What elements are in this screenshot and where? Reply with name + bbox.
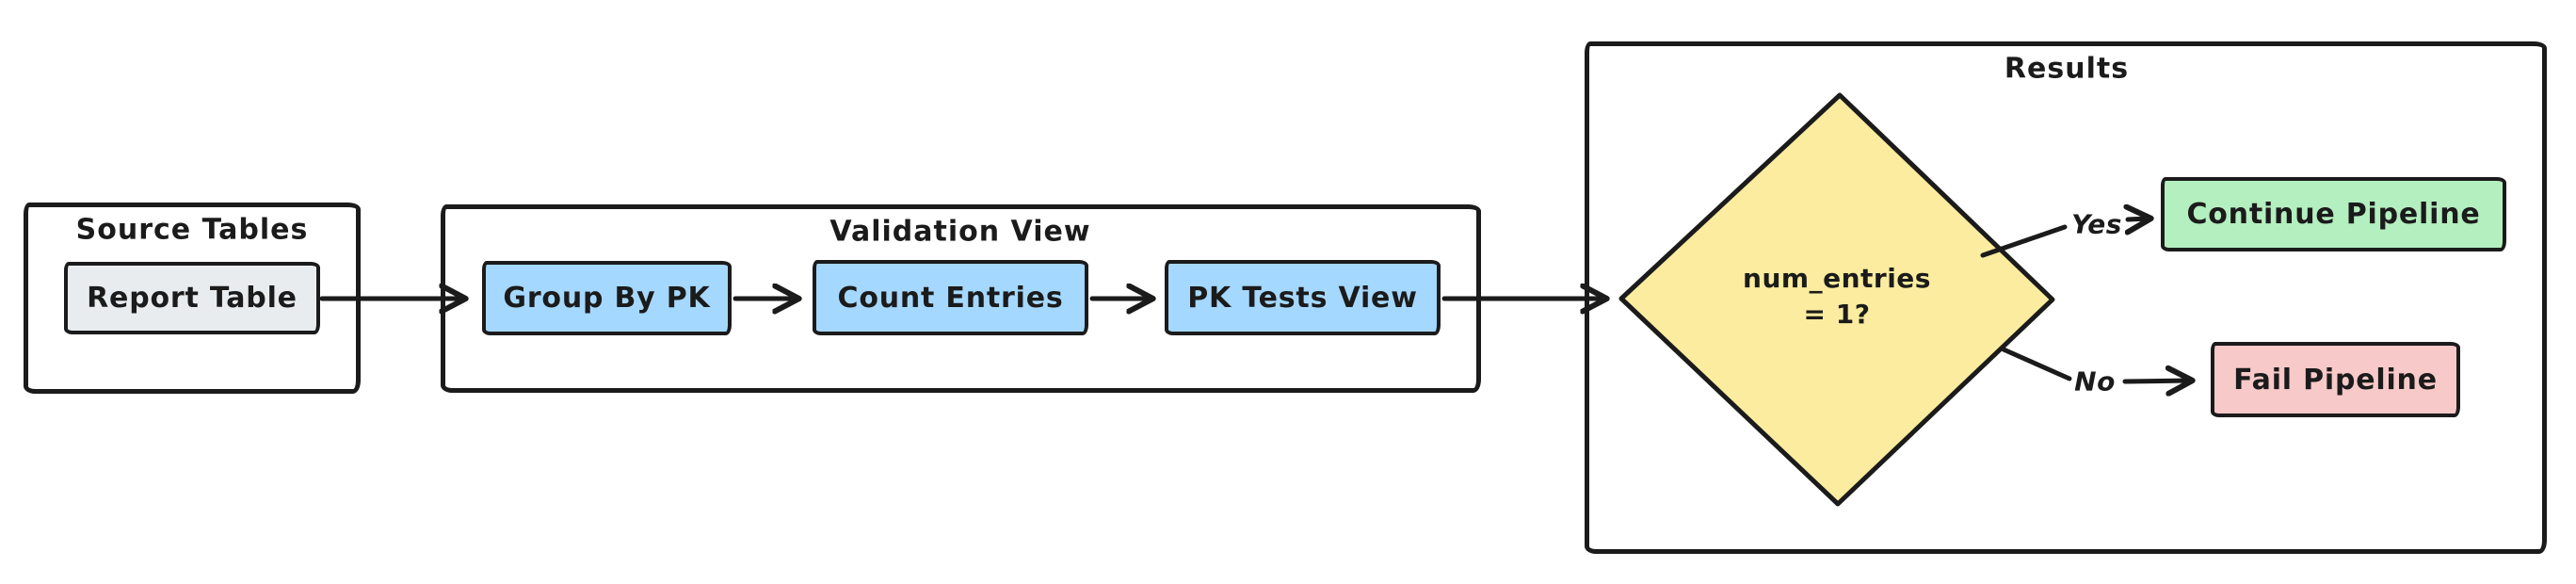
source-tables-title: Source Tables — [75, 213, 309, 247]
edge-label-yes: Yes — [2071, 208, 2122, 240]
node-fail-pipeline: Fail Pipeline — [2211, 342, 2460, 417]
node-fail-pipeline-label: Fail Pipeline — [2233, 363, 2438, 397]
validation-view-title: Validation View — [829, 215, 1091, 249]
node-pk-tests-view: PK Tests View — [1165, 260, 1441, 335]
decision-label-line1: num_entries — [1743, 263, 1931, 294]
node-count-entries: Count Entries — [813, 260, 1088, 335]
node-pk-tests-view-label: PK Tests View — [1187, 281, 1418, 315]
node-group-by-pk: Group By PK — [482, 261, 732, 335]
node-continue-pipeline: Continue Pipeline — [2161, 177, 2506, 251]
decision-label: num_entries = 1? — [1743, 261, 1931, 333]
node-report-table-label: Report Table — [87, 282, 298, 315]
node-count-entries-label: Count Entries — [837, 281, 1064, 315]
results-title: Results — [2004, 52, 2130, 86]
decision-label-line2: = 1? — [1803, 299, 1871, 330]
node-group-by-pk-label: Group By PK — [503, 282, 711, 315]
node-continue-pipeline-label: Continue Pipeline — [2186, 198, 2481, 231]
results-group — [1585, 41, 2547, 554]
node-report-table: Report Table — [64, 262, 320, 334]
edge-label-no: No — [2074, 365, 2116, 397]
